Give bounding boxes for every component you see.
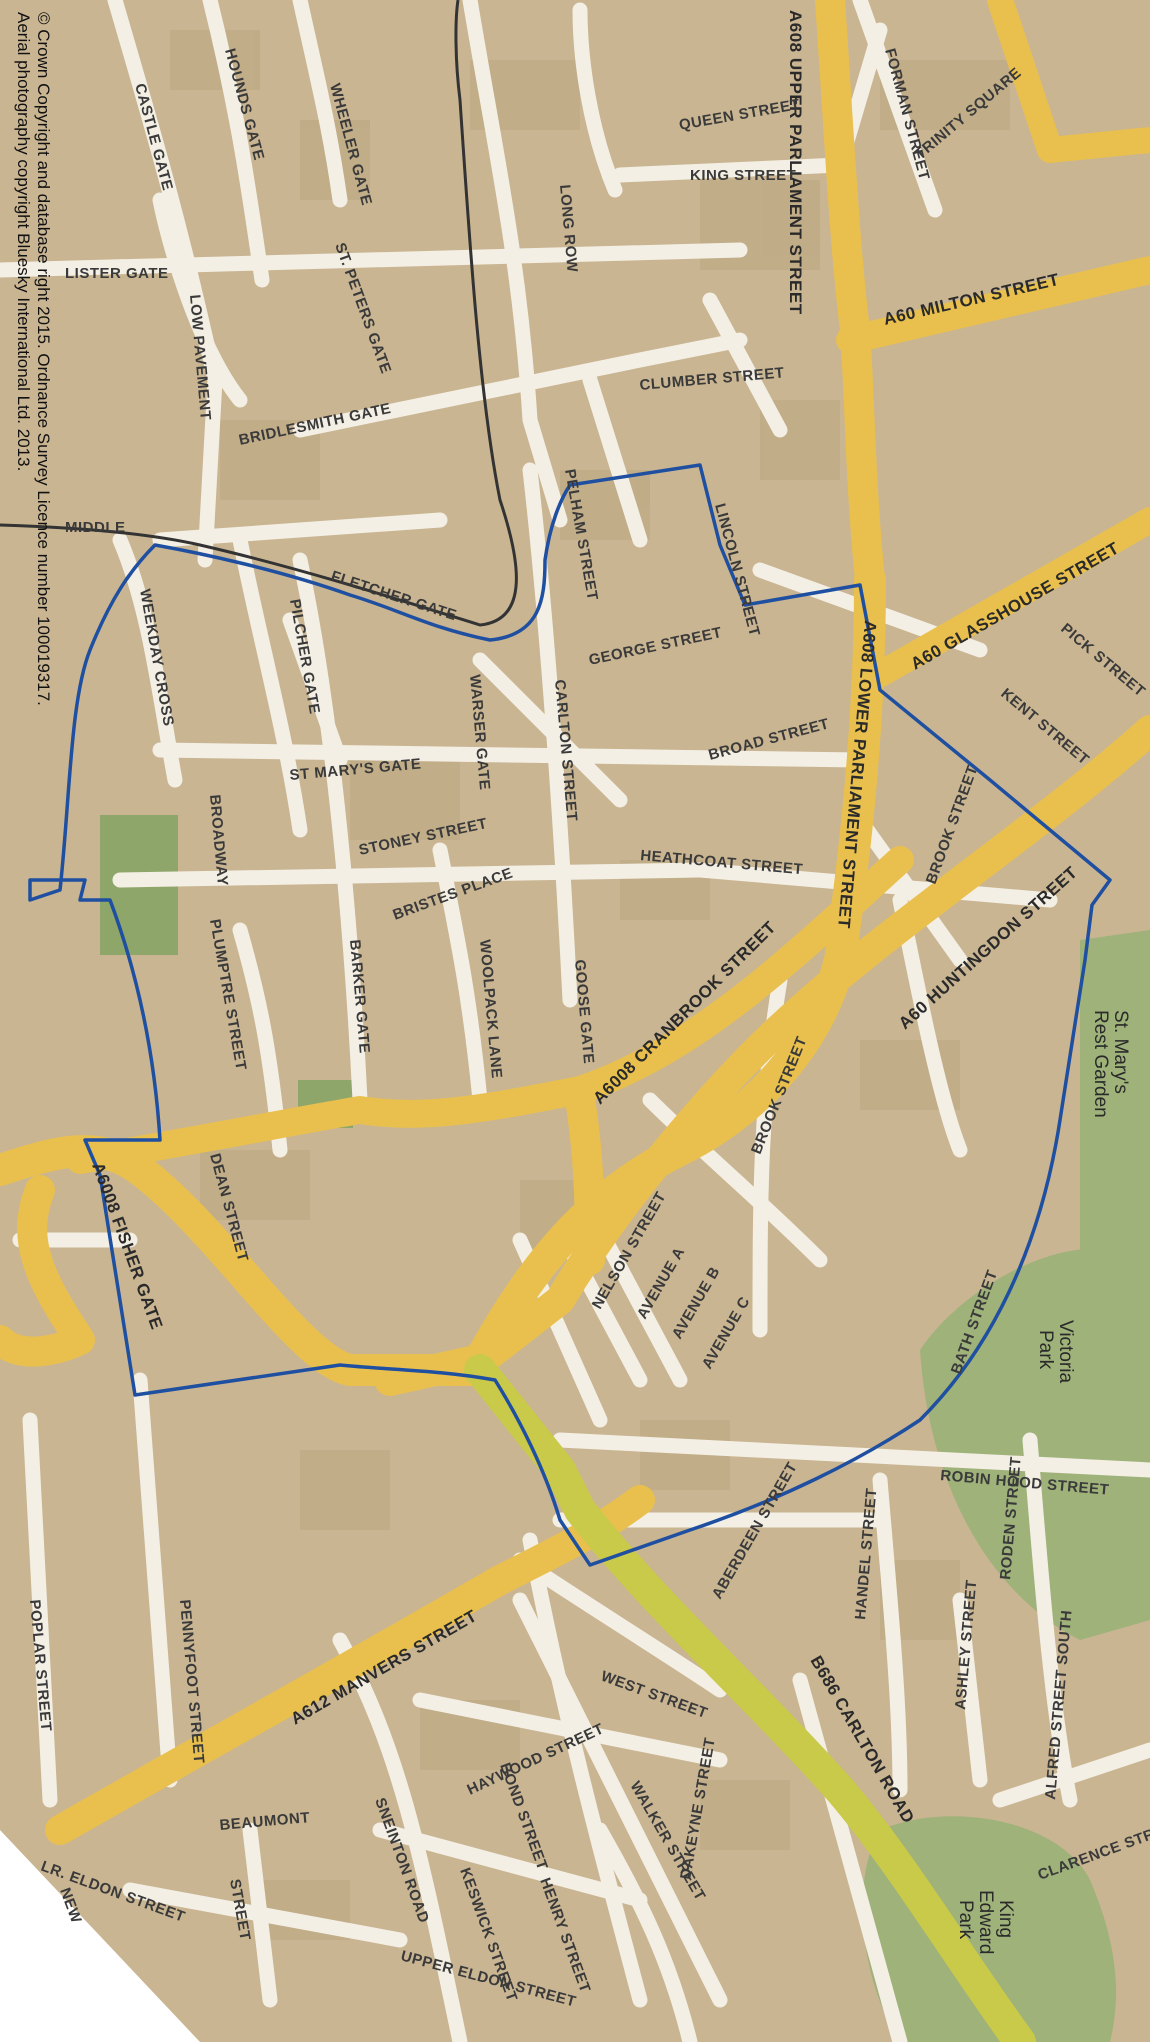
label-king-edward-line1: King xyxy=(995,1900,1016,1938)
label-king-edward-line2: Edward xyxy=(975,1890,996,1954)
carlton-road xyxy=(464,1354,1036,2042)
label-a608-upper-parliament: A608 UPPER PARLIAMENT STREET xyxy=(786,10,805,315)
label-victoria-line1: Victoria xyxy=(1055,1320,1076,1383)
b-roads xyxy=(464,1354,1036,2042)
label-st-marys-line2: Rest Garden xyxy=(1090,1010,1111,1118)
carlton-connector xyxy=(565,1085,605,1275)
cranbrook-street xyxy=(66,846,914,1174)
copyright-line-2: Aerial photography copyright Bluesky Int… xyxy=(14,12,33,471)
king-edward-park xyxy=(862,1816,1116,2042)
milton-street xyxy=(836,256,1150,354)
lower-parliament-street xyxy=(374,564,886,1396)
label-middle: MIDDLE xyxy=(65,519,126,536)
fisher-gate xyxy=(0,1135,496,1386)
label-st-marys-line1: St. Mary's xyxy=(1110,1010,1131,1094)
glasshouse-street xyxy=(857,507,1150,693)
fisher-loop xyxy=(0,1175,95,1367)
huntingdon-street xyxy=(455,715,1150,1385)
upper-parliament-street xyxy=(815,0,885,595)
label-king-street: KING STREET xyxy=(690,167,796,184)
trinity-connector xyxy=(987,0,1150,163)
label-king-edward-line3: Park xyxy=(955,1900,976,1940)
copyright-line-1: © Crown Copyright and database right 201… xyxy=(34,12,53,706)
middle-line xyxy=(0,0,518,627)
area-boundary xyxy=(28,463,1112,1567)
label-victoria-line2: Park xyxy=(1035,1330,1056,1370)
label-lister-gate: LISTER GATE xyxy=(65,265,169,282)
